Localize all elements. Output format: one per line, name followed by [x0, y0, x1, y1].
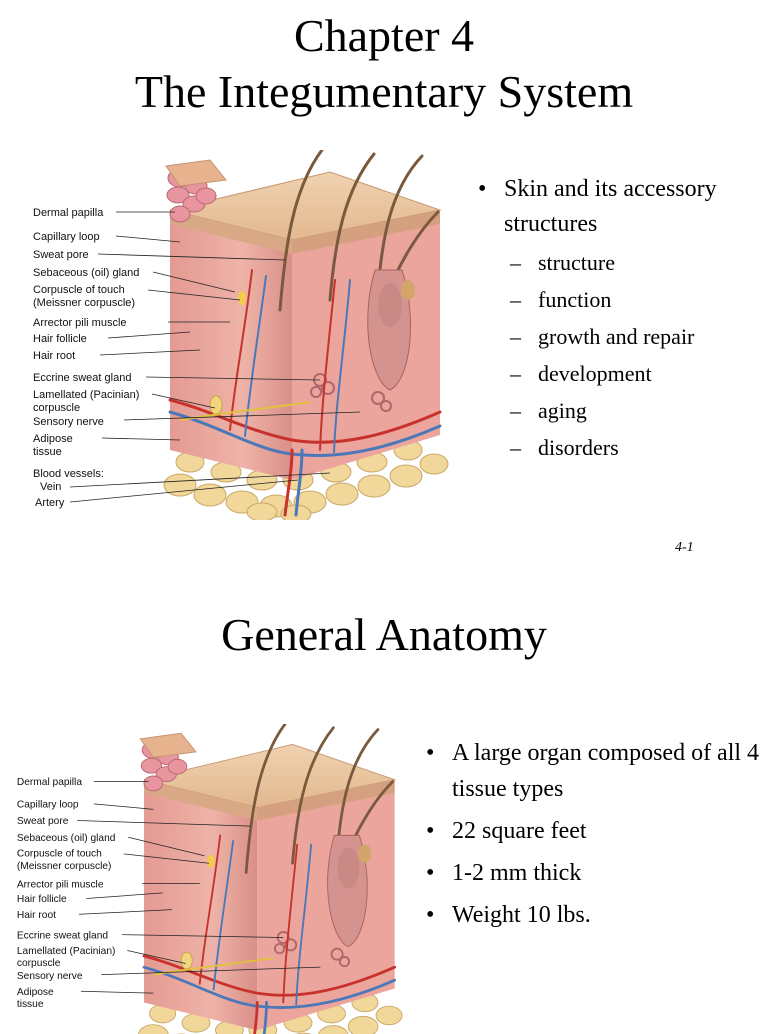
label-meissner-corpuscle: (Meissner corpuscle): [17, 861, 112, 872]
label-capillary-loop: Capillary loop: [33, 231, 100, 243]
skin-diagram: Dermal papilla Capillary loop Sweat pore…: [33, 150, 450, 520]
bullet-item: 22 square feet: [424, 813, 764, 849]
label-dermal-papilla: Dermal papilla: [17, 777, 82, 788]
label-arrector-pili: Arrector pili muscle: [33, 317, 127, 329]
title-line-2: The Integumentary System: [134, 66, 634, 117]
label-lamellated: Lamellated (Pacinian): [33, 389, 139, 401]
label-adipose: Adipose: [17, 987, 54, 998]
label-sweat-pore: Sweat pore: [17, 816, 69, 827]
label-blood-vessels: Blood vessels:: [33, 468, 104, 480]
slide-2: General Anatomy Dermal papilla Capillary…: [0, 590, 768, 1034]
skin-block-illustration: [162, 150, 450, 520]
label-vein: Vein: [40, 481, 61, 493]
skin-diagram: Dermal papilla Capillary loop Sweat pore…: [17, 724, 404, 1034]
skin-block-illustration: [137, 724, 404, 1034]
title-line-1: Chapter 4: [293, 10, 475, 61]
bullet-item: A large organ composed of all 4 tissue t…: [424, 735, 764, 807]
label-sensory-nerve: Sensory nerve: [17, 971, 83, 982]
slide-1: Chapter 4 The Integumentary System Derma…: [0, 0, 768, 580]
bullet-item: Weight 10 lbs.: [424, 897, 764, 933]
label-dermal-papilla: Dermal papilla: [33, 207, 104, 219]
label-eccrine-gland: Eccrine sweat gland: [17, 930, 109, 941]
label-arrector-pili: Arrector pili muscle: [17, 879, 104, 890]
sub-bullet-item: aging: [504, 392, 761, 429]
label-corpuscle: corpuscle: [33, 402, 80, 414]
label-hair-follicle: Hair follicle: [17, 894, 67, 905]
label-corpuscle: corpuscle: [17, 958, 61, 969]
label-eccrine-gland: Eccrine sweat gland: [33, 372, 131, 384]
label-hair-root: Hair root: [17, 910, 56, 921]
label-meissner-corpuscle: (Meissner corpuscle): [33, 297, 135, 309]
label-tissue: tissue: [33, 446, 62, 458]
label-sweat-pore: Sweat pore: [33, 249, 89, 261]
bullet-item: Skin and its accessory structures struct…: [476, 172, 761, 466]
label-sensory-nerve: Sensory nerve: [33, 416, 104, 428]
label-adipose: Adipose: [33, 433, 73, 445]
label-corpuscle-of-touch: Corpuscle of touch: [33, 284, 125, 296]
label-tissue: tissue: [17, 999, 44, 1010]
sub-bullet-item: disorders: [504, 429, 761, 466]
label-hair-root: Hair root: [33, 350, 75, 362]
label-sebaceous-gland: Sebaceous (oil) gland: [33, 267, 139, 279]
sub-bullet-item: function: [504, 281, 761, 318]
bullet-item: 1-2 mm thick: [424, 855, 764, 891]
label-artery: Artery: [35, 497, 65, 509]
bullet-list: A large organ composed of all 4 tissue t…: [424, 735, 764, 939]
sub-bullet-item: development: [504, 355, 761, 392]
page-number: 4-1: [675, 540, 694, 555]
label-sebaceous-gland: Sebaceous (oil) gland: [17, 833, 116, 844]
label-corpuscle-of-touch: Corpuscle of touch: [17, 849, 102, 860]
bullet-list: Skin and its accessory structures struct…: [476, 172, 761, 470]
label-lamellated: Lamellated (Pacinian): [17, 946, 116, 957]
sub-bullet-item: growth and repair: [504, 318, 761, 355]
slide-title: Chapter 4 The Integumentary System: [0, 8, 768, 120]
sub-bullet-list: structure function growth and repair dev…: [504, 244, 761, 466]
bullet-text: Skin and its accessory structures: [504, 176, 717, 237]
slide-title: General Anatomy: [221, 609, 547, 660]
sub-bullet-item: structure: [504, 244, 761, 281]
label-hair-follicle: Hair follicle: [33, 333, 87, 345]
label-capillary-loop: Capillary loop: [17, 800, 79, 811]
